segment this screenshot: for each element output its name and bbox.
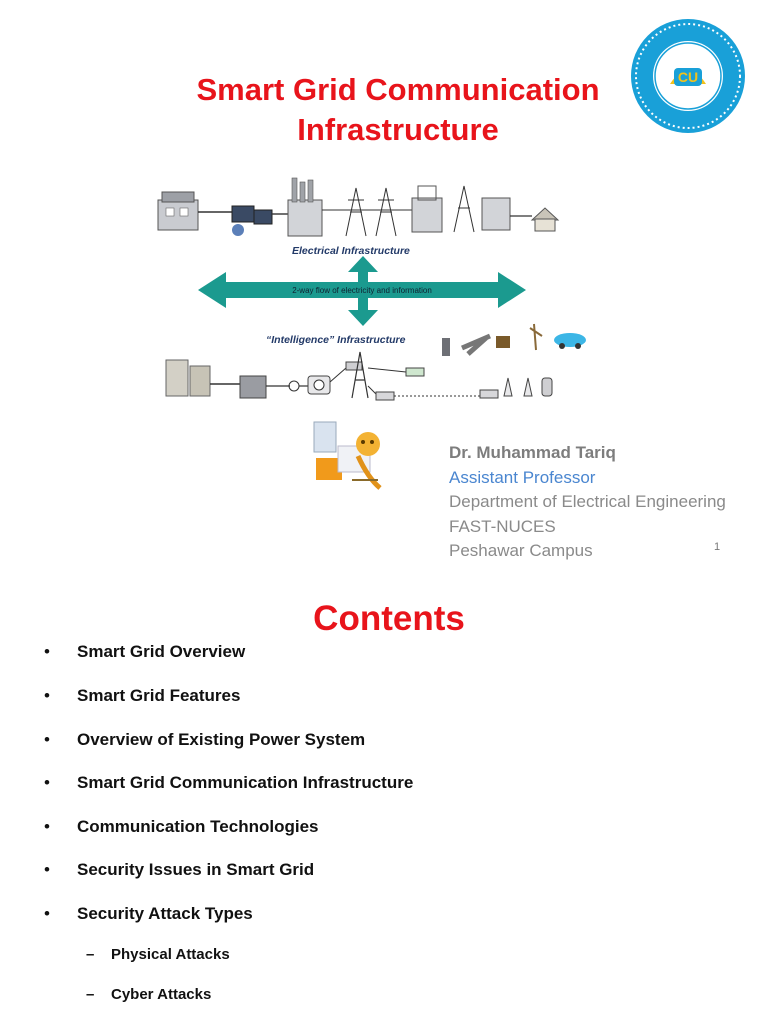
electrical-infrastructure-label: Electrical Infrastructure <box>292 245 410 257</box>
bullet: • <box>44 773 50 792</box>
bullet: • <box>44 904 50 923</box>
bullet: • <box>44 817 50 836</box>
list-item: • Smart Grid Overview <box>44 640 245 664</box>
list-item: • Smart Grid Features <box>44 684 240 708</box>
svg-text:CU: CU <box>678 69 698 85</box>
transmission-tower-icon <box>345 187 397 237</box>
university-logo: CU <box>631 19 745 133</box>
access-point-icon <box>405 367 425 377</box>
radio-tower-icon <box>351 351 369 399</box>
gateway-icon <box>375 391 395 401</box>
contents-slide: Contents • Smart Grid Overview • Smart Gri… <box>0 580 768 1024</box>
author-block: Dr. Muhammad Tariq Assistant Professor D… <box>449 441 759 564</box>
bullet: • <box>44 642 50 661</box>
smart-grid-diagram: Electrical Infrastructure 2-way flow of … <box>157 177 586 401</box>
distribution-tower-icon <box>453 185 475 233</box>
list-item-label: Smart Grid Features <box>77 686 241 705</box>
dash: – <box>86 946 95 963</box>
sub-list-item-label: Cyber Attacks <box>111 986 212 1003</box>
bullet: • <box>44 860 50 879</box>
substation-2-icon <box>481 197 511 231</box>
control-workstation-icon <box>231 205 273 236</box>
router-icon <box>345 361 363 371</box>
power-plant-icon <box>157 191 199 231</box>
author-role: Assistant Professor <box>449 467 596 487</box>
intelligence-infrastructure-label: “Intelligence” Infrastructure <box>266 334 406 346</box>
sub-list-item-label: Physical Attacks <box>111 946 230 963</box>
list-item: • Security Attack Types <box>44 902 253 926</box>
author-department: Department of Electrical Engineering <box>449 492 726 511</box>
list-item: • Overview of Existing Power System <box>44 728 365 752</box>
arrow-label: 2-way flow of electricity and informatio… <box>292 286 432 295</box>
list-item-label: Security Attack Types <box>77 904 253 923</box>
author-name: Dr. Muhammad Tariq <box>449 443 616 462</box>
smart-devices-icon <box>442 323 586 356</box>
sub-list-item: –Cyber Attacks <box>86 984 211 1006</box>
junction-icon <box>288 380 300 392</box>
list-item: • Smart Grid Communication Infrastructure <box>44 771 413 795</box>
substation-icon <box>411 185 443 233</box>
sub-list-item: –Physical Attacks <box>86 944 230 966</box>
list-item-label: Communication Technologies <box>77 817 319 836</box>
list-item: • Communication Technologies <box>44 815 318 839</box>
page-number: 1 <box>714 541 721 553</box>
list-item: • Security Issues in Smart Grid <box>44 858 314 882</box>
dash: – <box>86 986 95 1003</box>
house-icon <box>530 207 560 232</box>
meter-icon <box>307 375 331 395</box>
bullet: • <box>44 730 50 749</box>
list-item-label: Security Issues in Smart Grid <box>77 860 315 879</box>
contents-title: Contents <box>313 599 465 638</box>
engineer-clipart <box>313 421 382 490</box>
bullet: • <box>44 686 50 705</box>
servers-icon <box>165 359 211 397</box>
title-slide: Smart Grid Communication Infrastructure … <box>157 19 759 564</box>
list-item-label: Smart Grid Communication Infrastructure <box>77 773 414 792</box>
network-switch-icon <box>239 375 267 399</box>
author-institution: FAST-NUCES <box>449 516 556 536</box>
list-item-label: Overview of Existing Power System <box>77 730 366 749</box>
generation-plant-icon <box>287 177 323 237</box>
list-item-label: Smart Grid Overview <box>77 642 246 661</box>
wireless-node-icon <box>479 377 553 399</box>
two-way-arrow <box>198 256 526 326</box>
slide-title: Smart Grid Communication Infrastructure <box>196 72 600 147</box>
author-campus: Peshawar Campus <box>449 541 593 560</box>
